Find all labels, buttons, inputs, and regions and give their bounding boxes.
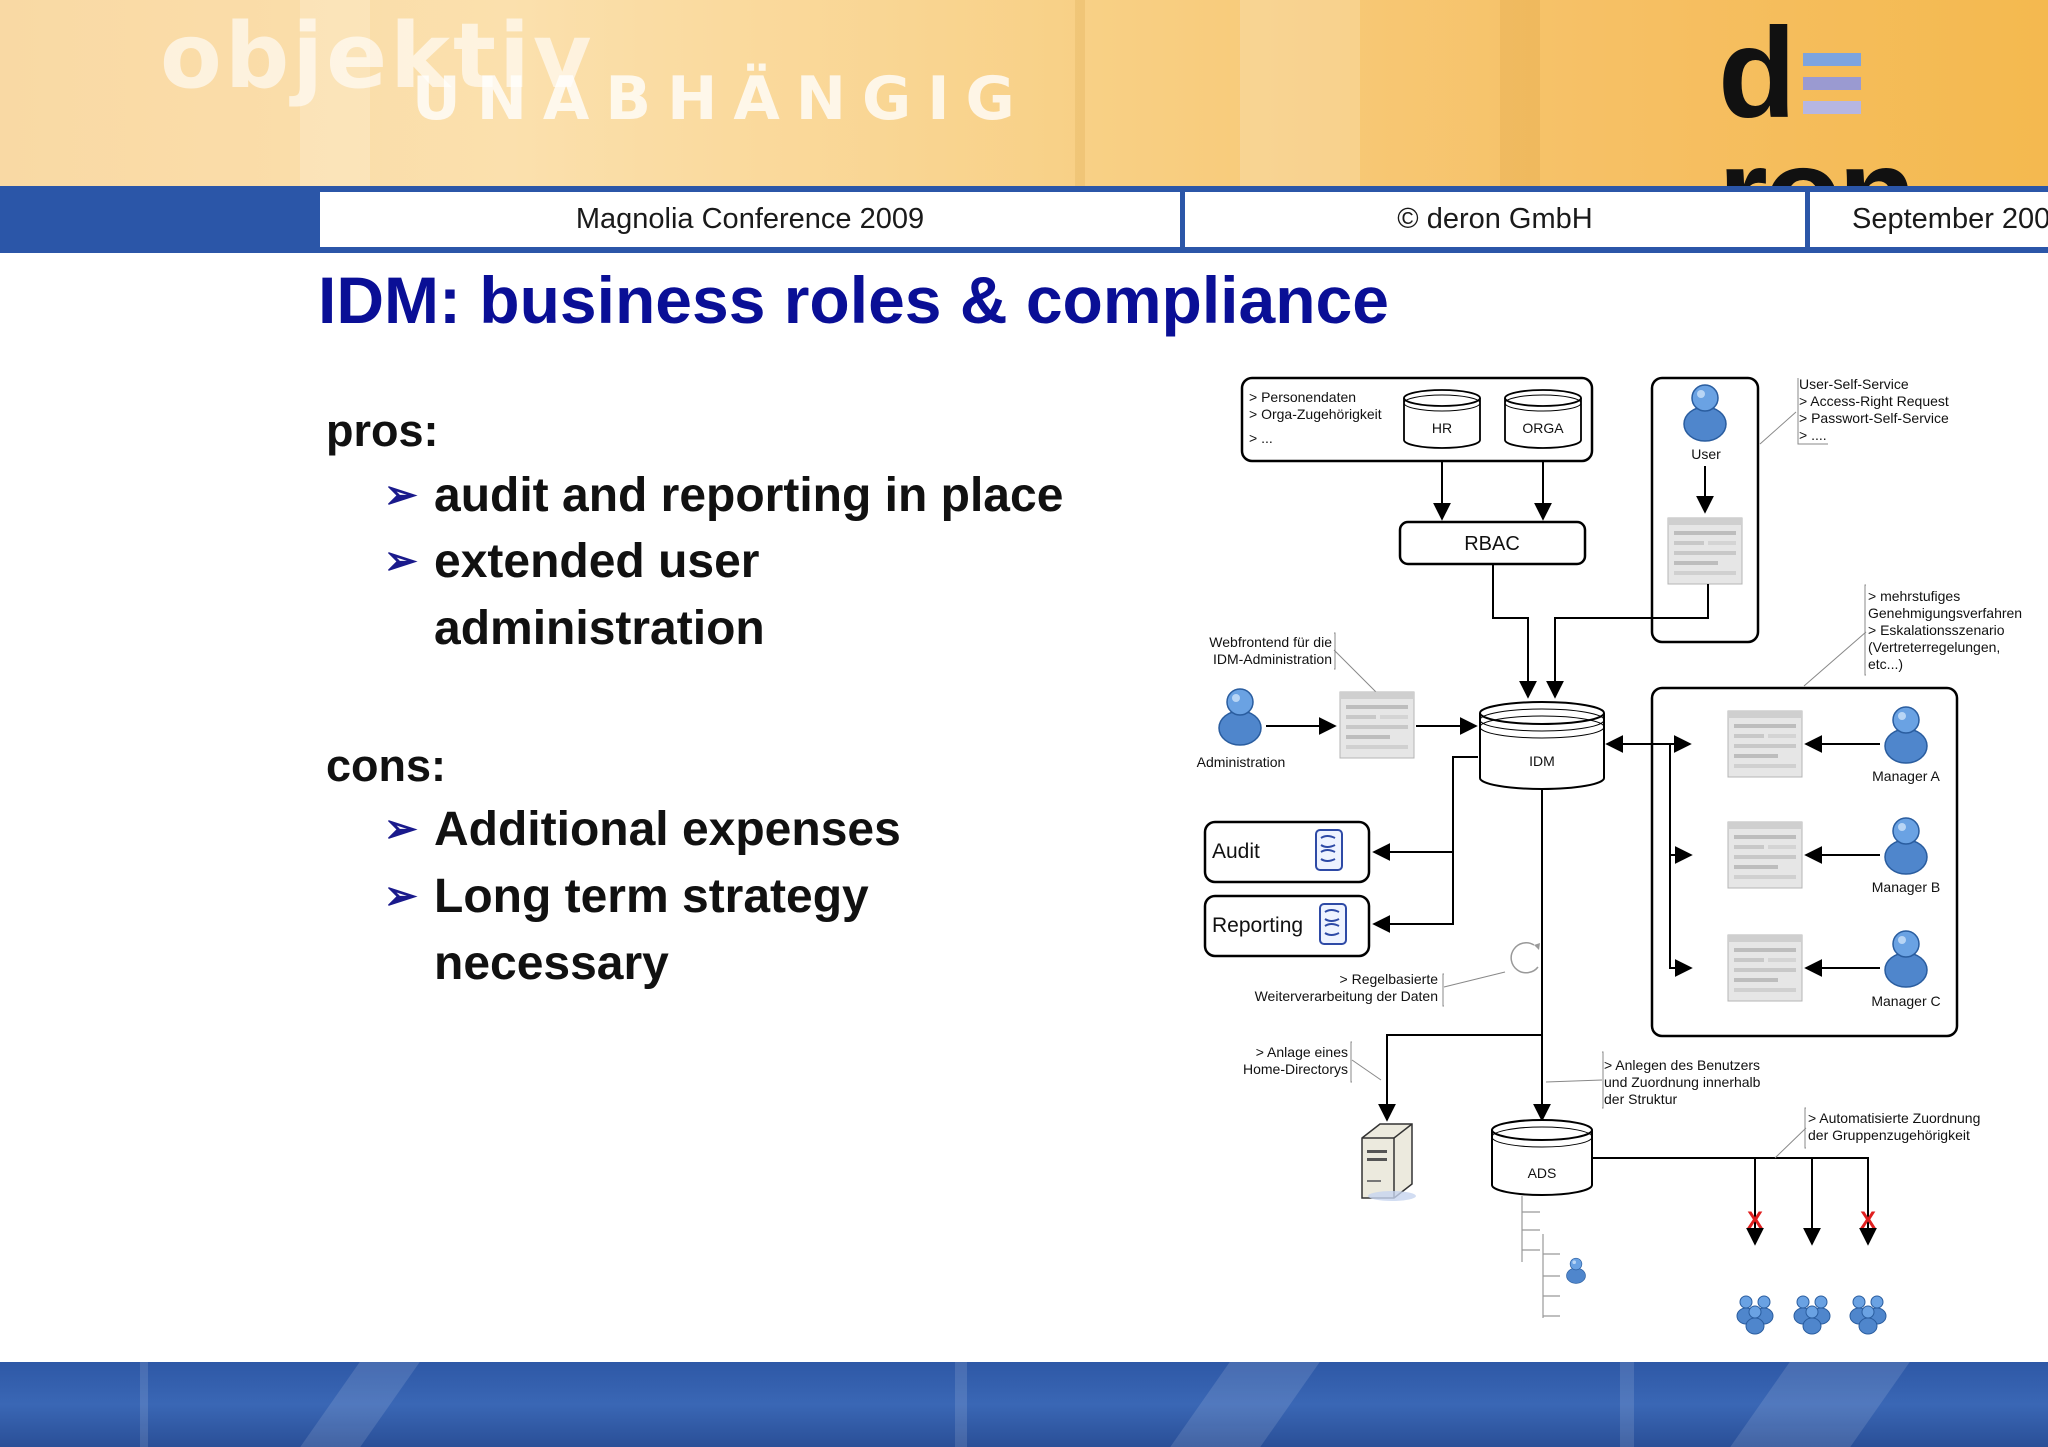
auto-assign-line-2: der Gruppenzugehörigkeit: [1808, 1127, 1970, 1143]
source-line-2: > Orga-Zugehörigkeit: [1249, 406, 1382, 422]
top-banner: objektiv UNABHÄNGIG d ron: [0, 0, 2048, 186]
cons-item-2-continued: necessary: [434, 937, 669, 990]
ads-label: ADS: [1528, 1165, 1557, 1181]
admin-form-screenshot: [1339, 691, 1415, 759]
ads-database-icon: [1491, 1119, 1593, 1196]
audit-label: Audit: [1212, 840, 1260, 863]
approval-line-5: etc...): [1868, 656, 1903, 672]
home-dir-line-1: > Anlage eines: [1256, 1044, 1348, 1060]
group-3-icon: [1849, 1295, 1887, 1335]
deny-mark-2: X: [1860, 1207, 1876, 1234]
cons-heading: cons:: [326, 740, 447, 791]
pros-item-2-text: extended user: [434, 535, 760, 588]
idm-database-icon: [1479, 701, 1605, 790]
hr-label: HR: [1432, 420, 1452, 436]
bullet-arrow-icon: ➢: [384, 874, 418, 918]
manager-c-label: Manager C: [1871, 993, 1940, 1009]
orga-label: ORGA: [1522, 420, 1564, 436]
user-self-service-box: [1650, 376, 1760, 644]
idm-label: IDM: [1529, 753, 1555, 769]
manager-b-person-icon: [1884, 817, 1928, 875]
manager-c-form-screenshot: [1727, 934, 1803, 1002]
auto-assign-line-1: > Automatisierte Zuordnung: [1808, 1110, 1980, 1126]
pros-item-2-continued: administration: [434, 602, 765, 655]
manager-b-label: Manager B: [1872, 879, 1940, 895]
group-1-icon: [1736, 1295, 1774, 1335]
group-2-icon: [1793, 1295, 1831, 1335]
logo-bars-icon: [1802, 53, 1861, 114]
source-line-1: > Personendaten: [1249, 389, 1356, 405]
pros-item-2: ➢ extended user: [384, 534, 759, 589]
approval-line-1: > mehrstufiges: [1868, 588, 1960, 604]
cons-item-1-text: Additional expenses: [434, 803, 901, 856]
pros-item-1-text: audit and reporting in place: [434, 469, 1064, 522]
deron-logo: d ron: [1718, 10, 2048, 187]
approval-line-4: (Vertreterregelungen,: [1868, 639, 2000, 655]
create-user-line-3: der Struktur: [1604, 1091, 1677, 1107]
create-user-line-2: und Zuordnung innerhalb: [1604, 1074, 1761, 1090]
user-form-screenshot: [1667, 517, 1743, 585]
cons-item-2: ➢ Long term strategy: [384, 869, 869, 924]
reporting-scroll-icon: [1319, 903, 1347, 945]
home-dir-line-2: Home-Directorys: [1243, 1061, 1348, 1077]
self-service-line-3: > Passwort-Self-Service: [1799, 410, 1949, 426]
logo-letters-ron: ron: [1718, 122, 1916, 187]
source-data-box: [1240, 376, 1594, 463]
source-line-3: > ...: [1249, 430, 1273, 446]
ads-directory-tree: [1521, 1196, 1560, 1318]
watermark-unabhaengig: UNABHÄNGIG: [412, 64, 1031, 134]
deny-mark-1: X: [1747, 1207, 1763, 1234]
ads-user-icon: [1566, 1257, 1586, 1284]
create-user-line-1: > Anlegen des Benutzers: [1604, 1057, 1760, 1073]
webfrontend-line-1: Webfrontend für die: [1209, 634, 1332, 650]
webfrontend-line-2: IDM-Administration: [1213, 651, 1332, 667]
footer-band: [0, 1362, 2048, 1447]
cons-item-2-text: Long term strategy: [434, 870, 869, 923]
manager-b-form-screenshot: [1727, 821, 1803, 889]
pros-item-1: ➢ audit and reporting in place: [384, 468, 1063, 523]
slide-title: IDM: business roles & compliance: [318, 263, 1389, 337]
header-copyright: © deron GmbH: [1185, 192, 1805, 247]
logo-letter-d: d: [1718, 2, 1796, 145]
rbac-label: RBAC: [1464, 533, 1520, 555]
reporting-label: Reporting: [1212, 914, 1303, 937]
bullet-arrow-icon: ➢: [384, 539, 418, 583]
self-service-line-4: > ....: [1799, 427, 1827, 443]
user-label: User: [1691, 446, 1721, 462]
administration-label: Administration: [1197, 754, 1286, 770]
header-conference: Magnolia Conference 2009: [320, 192, 1180, 247]
server-icon: [1361, 1123, 1416, 1201]
hr-database-icon: [1403, 389, 1481, 449]
cons-item-1: ➢ Additional expenses: [384, 802, 901, 857]
self-service-line-1: User-Self-Service: [1799, 376, 1909, 392]
rule-based-line-2: Weiterverarbeitung der Daten: [1255, 988, 1438, 1004]
user-person-icon: [1683, 384, 1727, 442]
approval-line-3: > Eskalationsszenario: [1868, 622, 2005, 638]
watermark-objektiv: objektiv: [160, 4, 595, 109]
manager-a-person-icon: [1884, 706, 1928, 764]
bullet-arrow-icon: ➢: [384, 473, 418, 517]
rule-based-line-1: > Regelbasierte: [1340, 971, 1439, 987]
manager-a-form-screenshot: [1727, 710, 1803, 778]
manager-a-label: Manager A: [1872, 768, 1940, 784]
manager-c-person-icon: [1884, 930, 1928, 988]
pros-heading: pros:: [326, 405, 439, 456]
audit-scroll-icon: [1315, 829, 1343, 871]
header-date: September 200: [1810, 192, 2048, 247]
bullet-arrow-icon: ➢: [384, 807, 418, 851]
self-service-line-2: > Access-Right Request: [1799, 393, 1949, 409]
orga-database-icon: [1504, 389, 1582, 449]
administration-person-icon: [1218, 688, 1262, 746]
approval-line-2: Genehmigungsverfahren: [1868, 605, 2022, 621]
managers-box: [1650, 686, 1959, 1038]
